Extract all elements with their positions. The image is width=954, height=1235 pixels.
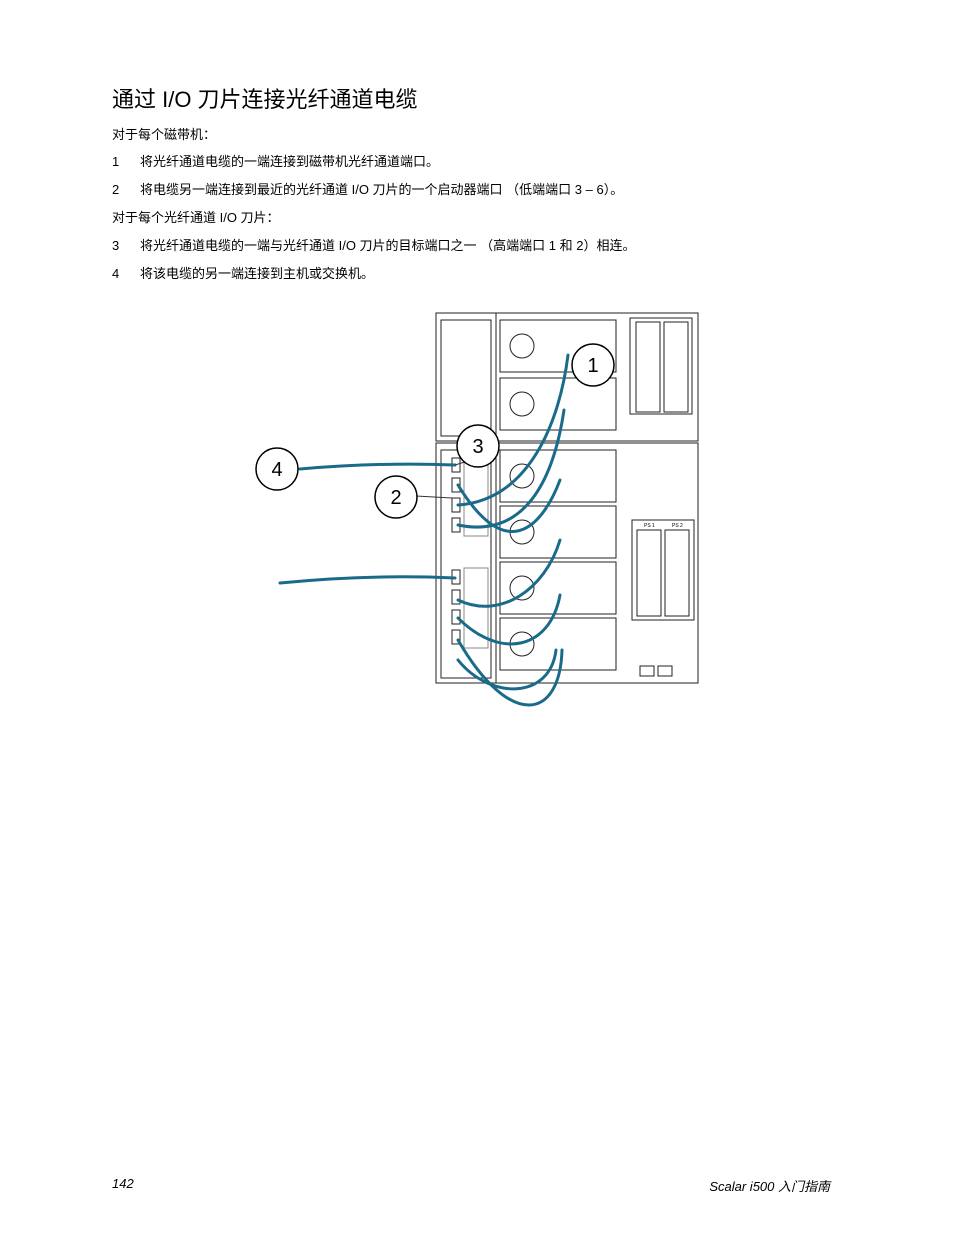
lower-module-outline — [435, 442, 699, 684]
cable-drive2 — [456, 408, 566, 529]
step-1: 1 将光纤通道电缆的一端连接到磁带机光纤通道端口。 — [112, 151, 439, 170]
step-number: 3 — [112, 238, 120, 253]
svg-text:3: 3 — [472, 436, 483, 458]
intro-blades: 对于每个光纤通道 I/O 刀片： — [112, 210, 280, 225]
intro-drives: 对于每个磁带机： — [112, 127, 217, 142]
host-cable-upper — [298, 462, 457, 471]
step-number: 2 — [112, 182, 120, 197]
page-title: 通过 I/O 刀片连接光纤通道电缆 — [112, 87, 418, 112]
step-text: 将光纤通道电缆的一端连接到磁带机光纤通道端口。 — [140, 154, 440, 169]
svg-text:2: 2 — [390, 487, 401, 509]
host-cable-lower — [278, 575, 457, 585]
step-number: 1 — [112, 154, 120, 169]
step-2: 2 将电缆另一端连接到最近的光纤通道 I/O 刀片的一个启动器端口 （低端端口 3… — [112, 179, 623, 198]
page-number: 142 — [112, 1176, 134, 1191]
step-3: 3 将光纤通道电缆的一端与光纤通道 I/O 刀片的目标端口之一 （高端端口 1 和… — [112, 235, 635, 254]
book-title: Scalar i500 入门指南 — [709, 1179, 830, 1194]
fibre-cables — [278, 353, 570, 707]
step-text: 将该电缆的另一端连接到主机或交换机。 — [140, 266, 375, 281]
upper-module-outline — [435, 312, 699, 442]
step-number: 4 — [112, 266, 120, 281]
step-text: 将光纤通道电缆的一端与光纤通道 I/O 刀片的目标端口之一 （高端端口 1 和 … — [140, 238, 636, 253]
svg-text:4: 4 — [271, 459, 282, 481]
callout-2: 2 — [374, 475, 418, 519]
cable-drive1 — [456, 353, 570, 507]
ps2-label: PS 2 — [672, 523, 683, 529]
callout-3: 3 — [456, 424, 500, 468]
ps1-label: PS 1 — [644, 523, 655, 529]
callout-4: 4 — [255, 447, 299, 491]
step-4: 4 将该电缆的另一端连接到主机或交换机。 — [112, 263, 374, 282]
callout-1: 1 — [571, 343, 615, 387]
step-text: 将电缆另一端连接到最近的光纤通道 I/O 刀片的一个启动器端口 （低端端口 3 … — [140, 182, 624, 197]
svg-text:1: 1 — [587, 355, 598, 377]
library-cabling-diagram: PS 1 PS 2 1 2 3 4 — [255, 312, 699, 707]
